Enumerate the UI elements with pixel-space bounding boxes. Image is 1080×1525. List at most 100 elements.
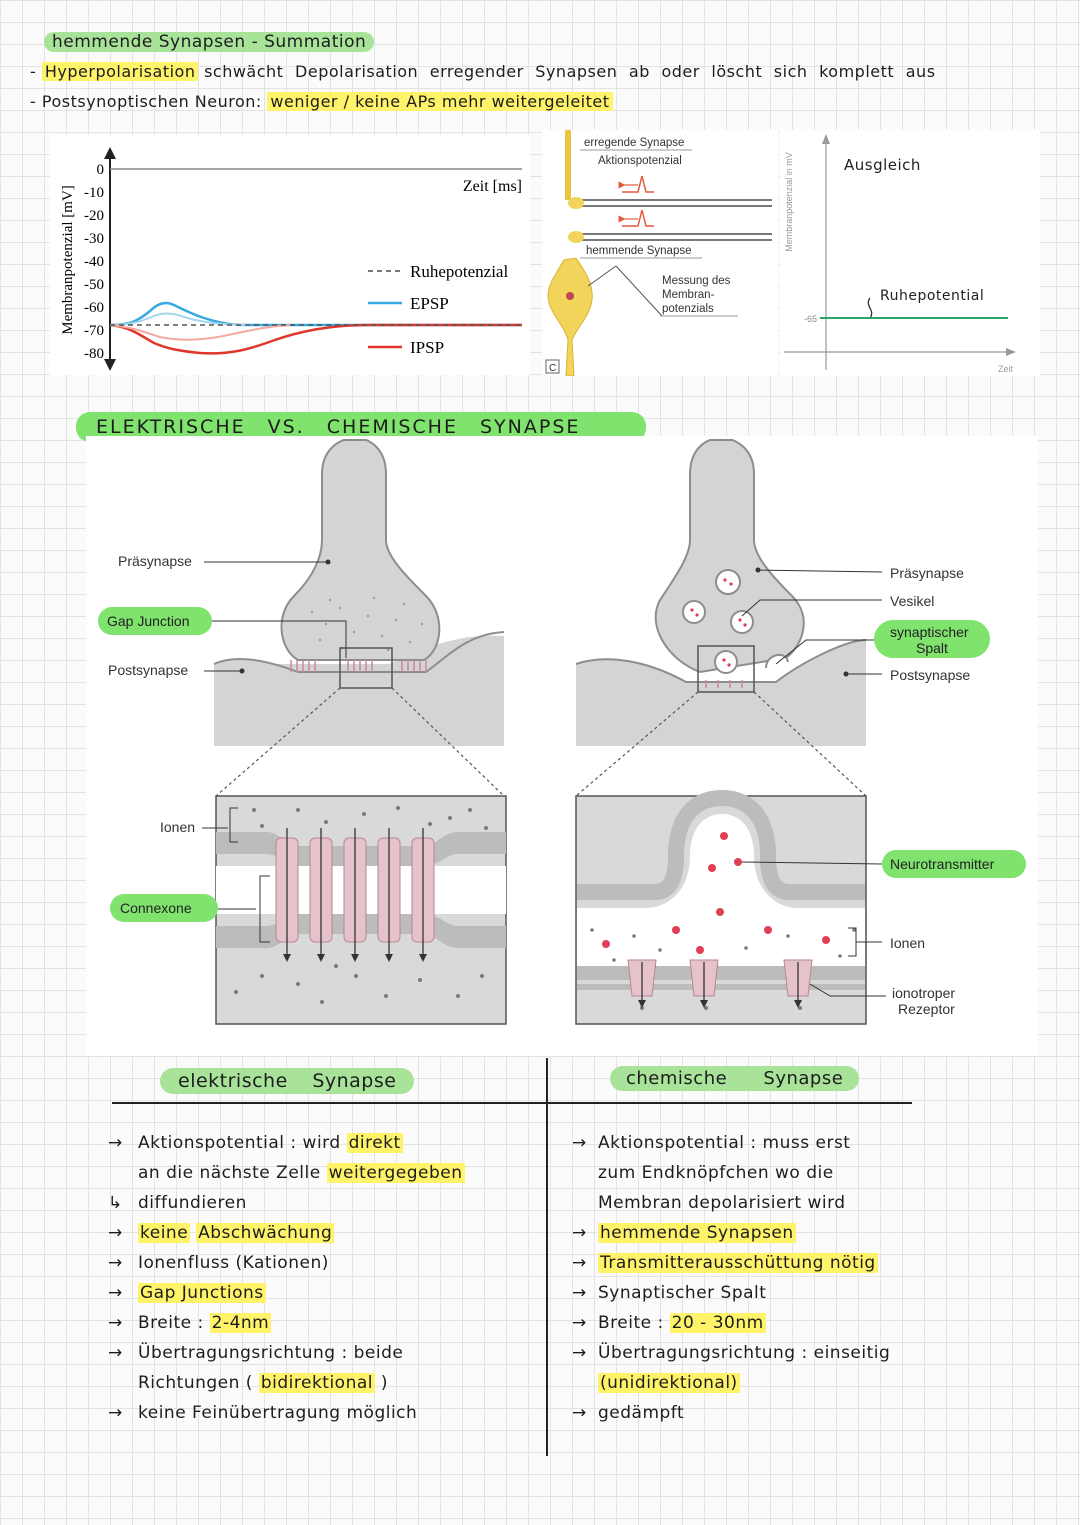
spike-icon — [622, 209, 654, 227]
legend-epsp: EPSP — [410, 294, 449, 313]
gap-junction-pins — [290, 660, 427, 672]
note-line-1: - Hyperpolarisation schwächt Depolarisat… — [30, 62, 936, 81]
label-postsynapse: Postsynapse — [890, 667, 970, 683]
note-highlight: weniger / keine APs mehr weitergeleitet — [267, 92, 613, 111]
item-text: ) — [375, 1373, 389, 1393]
pointer-line — [741, 861, 883, 865]
label-bg — [882, 850, 1026, 878]
x-axis-arrow-icon — [1006, 348, 1016, 356]
electrical-synapse: Präsynapse Gap Junction Postsynapse Ione… — [98, 439, 507, 1025]
pointer-line — [757, 569, 883, 573]
y-tick: 0 — [97, 162, 105, 178]
comparison-item: →Aktionspotential : muss erst — [572, 1128, 992, 1158]
y-tick: -20 — [84, 208, 104, 224]
annotation-arrow-icon — [867, 297, 873, 319]
item-text: Membran depolarisiert wird — [598, 1193, 846, 1213]
highlighted-text: 20 - 30nm — [669, 1313, 766, 1333]
synaptic-cleft — [577, 912, 865, 966]
arrow-icon: → — [108, 1133, 123, 1153]
highlighted-text: Abschwächung — [196, 1223, 335, 1243]
y-tick: -80 — [84, 346, 104, 362]
comparison-item: →keine Feinübertragung möglich — [108, 1398, 544, 1428]
zoom-box — [339, 647, 393, 689]
table-horizontal-rule — [112, 1102, 912, 1104]
x-axis-label: Zeit — [998, 364, 1014, 374]
neuron-diagram: erregende Synapse Aktionspotenzial hemme… — [545, 130, 772, 377]
arrow-icon: → — [572, 1133, 587, 1153]
vesicles — [682, 569, 789, 674]
vesicle — [715, 569, 741, 595]
label-measure: potenzials — [662, 303, 714, 315]
pointer-line — [775, 639, 874, 665]
item-text: an die nächste Zelle — [138, 1163, 327, 1183]
item-text: Übertragungsrichtung : beide — [138, 1343, 404, 1363]
left-column-list: → Aktionspotential : wird direkt an die nä… — [108, 1128, 544, 1428]
nucleus — [566, 292, 574, 300]
label-neurotransmitter: Neurotransmitter — [890, 856, 995, 872]
balance-graph: Membranpotenzial in mV Ausgleich Ruhepot… — [784, 134, 1016, 374]
postsynaptic-membrane-2 — [577, 984, 865, 990]
ion-dots — [234, 806, 488, 1004]
label-cleft: Spalt — [916, 640, 948, 656]
pointer-line — [741, 599, 882, 617]
comparison-item: an die nächste Zelle weitergegeben — [108, 1158, 544, 1188]
arrow-icon: → — [572, 1283, 587, 1303]
left-column-header: elektrische Synapse — [160, 1068, 415, 1094]
y-tick: -70 — [84, 323, 104, 339]
label-inhibitory: hemmende Synapse — [586, 245, 691, 257]
label-connexons: Connexone — [120, 900, 192, 916]
note-highlight: Hyperpolarisation — [41, 62, 199, 81]
note-text: Postsynoptischen Neuron: — [41, 92, 262, 111]
item-text: gedämpft — [598, 1403, 685, 1423]
ipsp-curve-faint — [109, 324, 291, 341]
vesicle — [682, 600, 706, 624]
item-text: diffundieren — [138, 1193, 247, 1213]
highlighted-text: bidirektional — [258, 1373, 375, 1393]
pointer-line — [615, 265, 663, 317]
highlighted-text: direkt — [346, 1133, 403, 1153]
comparison-item: →Übertragungsrichtung : beide — [108, 1338, 544, 1368]
ion-arrows — [286, 828, 424, 956]
y-tick: -10 — [84, 185, 104, 201]
arrow-icon: → — [572, 1223, 587, 1243]
pointer-dot — [325, 559, 331, 565]
table-vertical-rule — [546, 1058, 548, 1456]
y-tick: -40 — [84, 254, 104, 270]
arrow-icon: → — [572, 1343, 587, 1363]
arrow-icon: → — [108, 1283, 123, 1303]
y-axis-label: Membranpotenzial [mV] — [60, 185, 76, 335]
comparison-item: →hemmende Synapsen — [572, 1218, 992, 1248]
arrow-icon: → — [572, 1253, 587, 1273]
neuron-soma — [547, 257, 593, 377]
label-postsynapse: Postsynapse — [108, 662, 188, 678]
label-measure: Membran- — [662, 289, 715, 301]
label-receptor: ionotroper — [892, 985, 955, 1001]
pointer-line — [587, 265, 617, 287]
comparison-item: →Übertragungsrichtung : einseitig — [572, 1338, 992, 1368]
bullet: - — [30, 62, 37, 81]
comparison-item: →Breite : 20 - 30nm — [572, 1308, 992, 1338]
ipsp-curve — [109, 323, 522, 355]
note-line-2: - Postsynoptischen Neuron: weniger / kei… — [30, 92, 613, 111]
item-text: Aktionspotential : wird — [138, 1133, 347, 1153]
bracket — [848, 927, 882, 957]
synapse-knob — [568, 197, 584, 209]
label-gap-junction: Gap Junction — [107, 613, 190, 629]
label-presynapse: Präsynapse — [118, 553, 192, 569]
label-bg — [110, 894, 218, 922]
balance-figure: Membranpotenzial in mV Ausgleich Ruhepot… — [780, 130, 1040, 376]
pointer-line — [212, 620, 347, 658]
membrane-outer — [577, 789, 865, 900]
epsp-curve-faint — [109, 312, 251, 326]
comparison-item: →Ionenfluss (Kationen) — [108, 1248, 544, 1278]
arrow-icon: → — [108, 1223, 123, 1243]
arrow-icon: → — [108, 1253, 123, 1273]
presynapse-shape — [280, 439, 441, 661]
comparison-item: →keine Abschwächung — [108, 1218, 544, 1248]
postsynapse-membrane — [575, 639, 867, 683]
label-bg — [98, 607, 212, 635]
label-receptor: Rezeptor — [898, 1001, 955, 1017]
pointer-dot — [843, 671, 849, 677]
vesicle — [714, 650, 738, 674]
